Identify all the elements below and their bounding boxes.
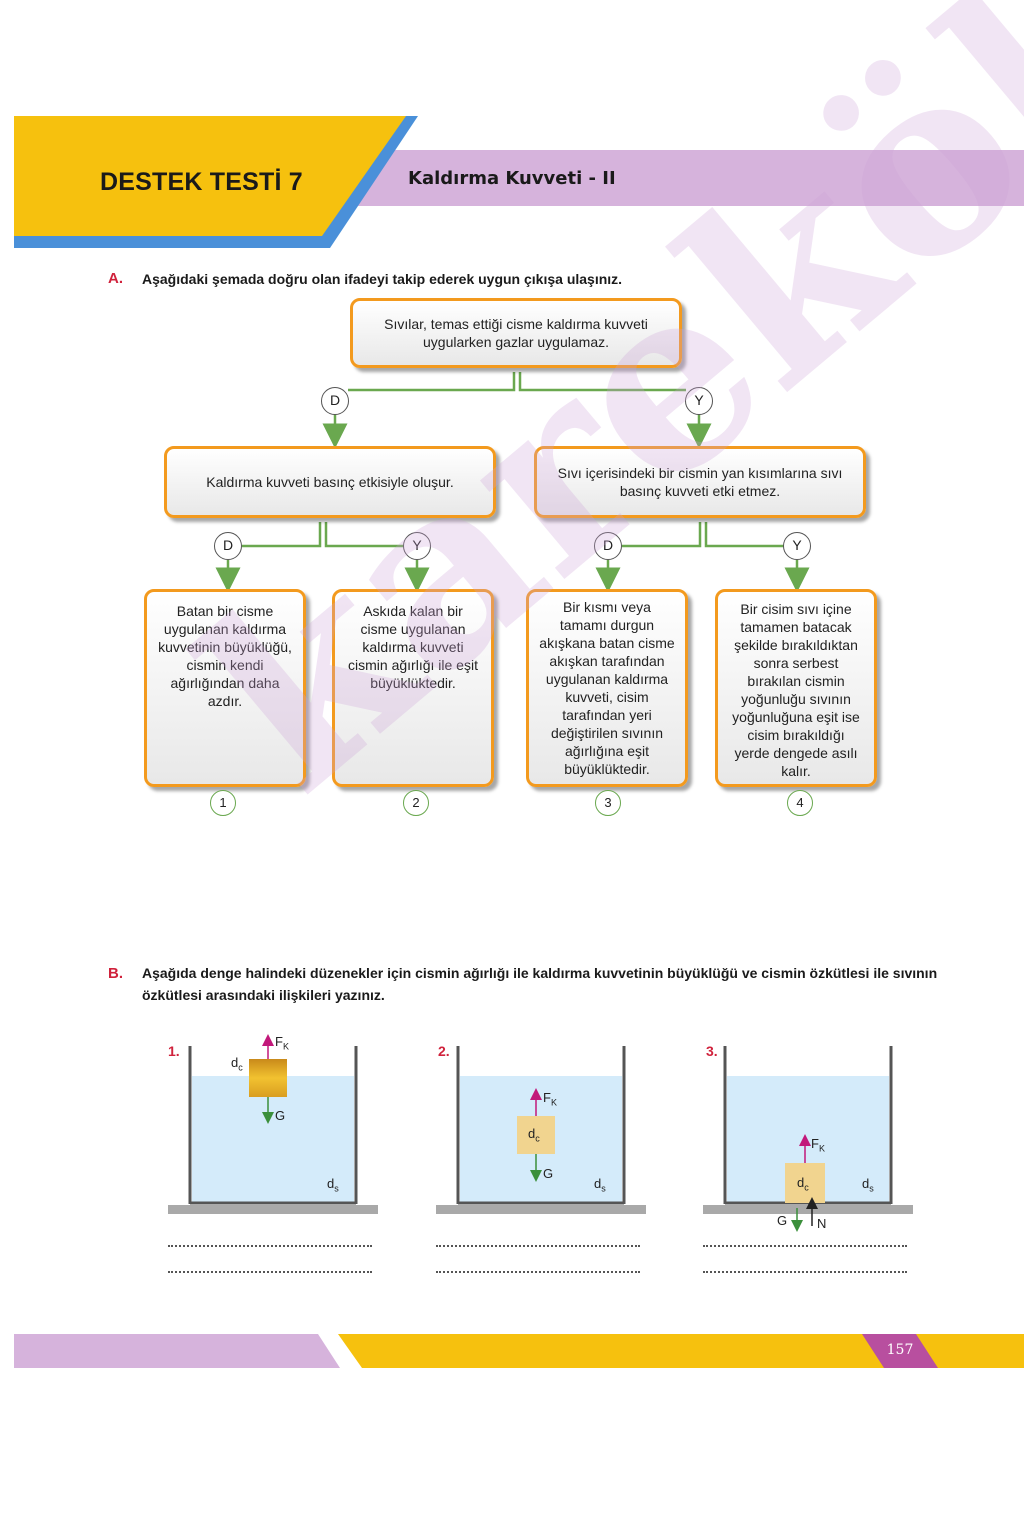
page-subtitle: Kaldırma Kuvveti - II <box>408 168 616 189</box>
page-number: 157 <box>886 1342 914 1358</box>
container-2 <box>436 1046 646 1214</box>
container-1 <box>168 1034 378 1214</box>
diagram-label-2: 2. <box>438 1043 450 1059</box>
liquid-density-symbol-2: ds <box>594 1176 606 1194</box>
header-banner <box>14 116 1024 248</box>
buoyant-force-symbol-1: FK <box>275 1034 289 1052</box>
weight-symbol-1: G <box>275 1108 286 1123</box>
buoyant-force-symbol-2: FK <box>543 1090 557 1108</box>
section-a-letter: A. <box>108 270 123 287</box>
answer-line-2b[interactable] <box>436 1271 640 1273</box>
root-statement-box: Sıvılar, temas ettiği cisme kaldırma kuv… <box>350 298 682 368</box>
answer-line-3b[interactable] <box>703 1271 907 1273</box>
weight-symbol-2: G <box>543 1166 554 1181</box>
answer-line-1a[interactable] <box>168 1245 372 1247</box>
liquid-density-symbol-1: ds <box>327 1176 339 1194</box>
normal-force-symbol-3: N <box>817 1216 827 1231</box>
right-statement-box: Sıvı içerisindeki bir cismin yan kısımla… <box>534 446 866 518</box>
outcome-box-3: Bir kısmı veya tamamı durgun akışkana ba… <box>526 589 688 787</box>
object-density-symbol-1: dc <box>231 1055 243 1073</box>
outcome-number-1: 1 <box>210 790 236 816</box>
right-true-circle: D <box>594 532 622 560</box>
left-statement-box: Kaldırma kuvveti basınç etkisiyle oluşur… <box>164 446 496 518</box>
left-true-circle: D <box>214 532 242 560</box>
diagram-label-1: 1. <box>168 1043 180 1059</box>
outcome-number-4: 4 <box>787 790 813 816</box>
root-true-circle: D <box>321 387 349 415</box>
section-a-instruction: Aşağıdaki şemada doğru olan ifadeyi taki… <box>142 271 623 287</box>
footer-banner <box>14 1334 1024 1368</box>
outcome-box-4: Bir cisim sıvı içine tamamen batacak şek… <box>715 589 877 787</box>
object-density-symbol-3: dc <box>797 1175 809 1193</box>
outcome-number-3: 3 <box>595 790 621 816</box>
container-3 <box>703 1046 913 1232</box>
section-b-instruction: Aşağıda denge halindeki düzenekler için … <box>142 965 938 1003</box>
outcome-number-2: 2 <box>403 790 429 816</box>
weight-symbol-3: G <box>777 1213 788 1228</box>
right-false-circle: Y <box>783 532 811 560</box>
liquid-density-symbol-3: ds <box>862 1176 874 1194</box>
page-title: DESTEK TESTİ 7 <box>100 168 303 196</box>
answer-line-1b[interactable] <box>168 1271 372 1273</box>
answer-line-2a[interactable] <box>436 1245 640 1247</box>
object-density-symbol-2: dc <box>528 1126 540 1144</box>
buoyant-force-symbol-3: FK <box>811 1136 825 1154</box>
diagram-label-3: 3. <box>706 1043 718 1059</box>
section-b-letter: B. <box>108 965 123 982</box>
outcome-box-2: Askıda kalan bir cisme uygulanan kaldırm… <box>332 589 494 787</box>
outcome-box-1: Batan bir cisme uygulanan kaldırma kuvve… <box>144 589 306 787</box>
answer-line-3a[interactable] <box>703 1245 907 1247</box>
left-false-circle: Y <box>403 532 431 560</box>
root-false-circle: Y <box>685 387 713 415</box>
